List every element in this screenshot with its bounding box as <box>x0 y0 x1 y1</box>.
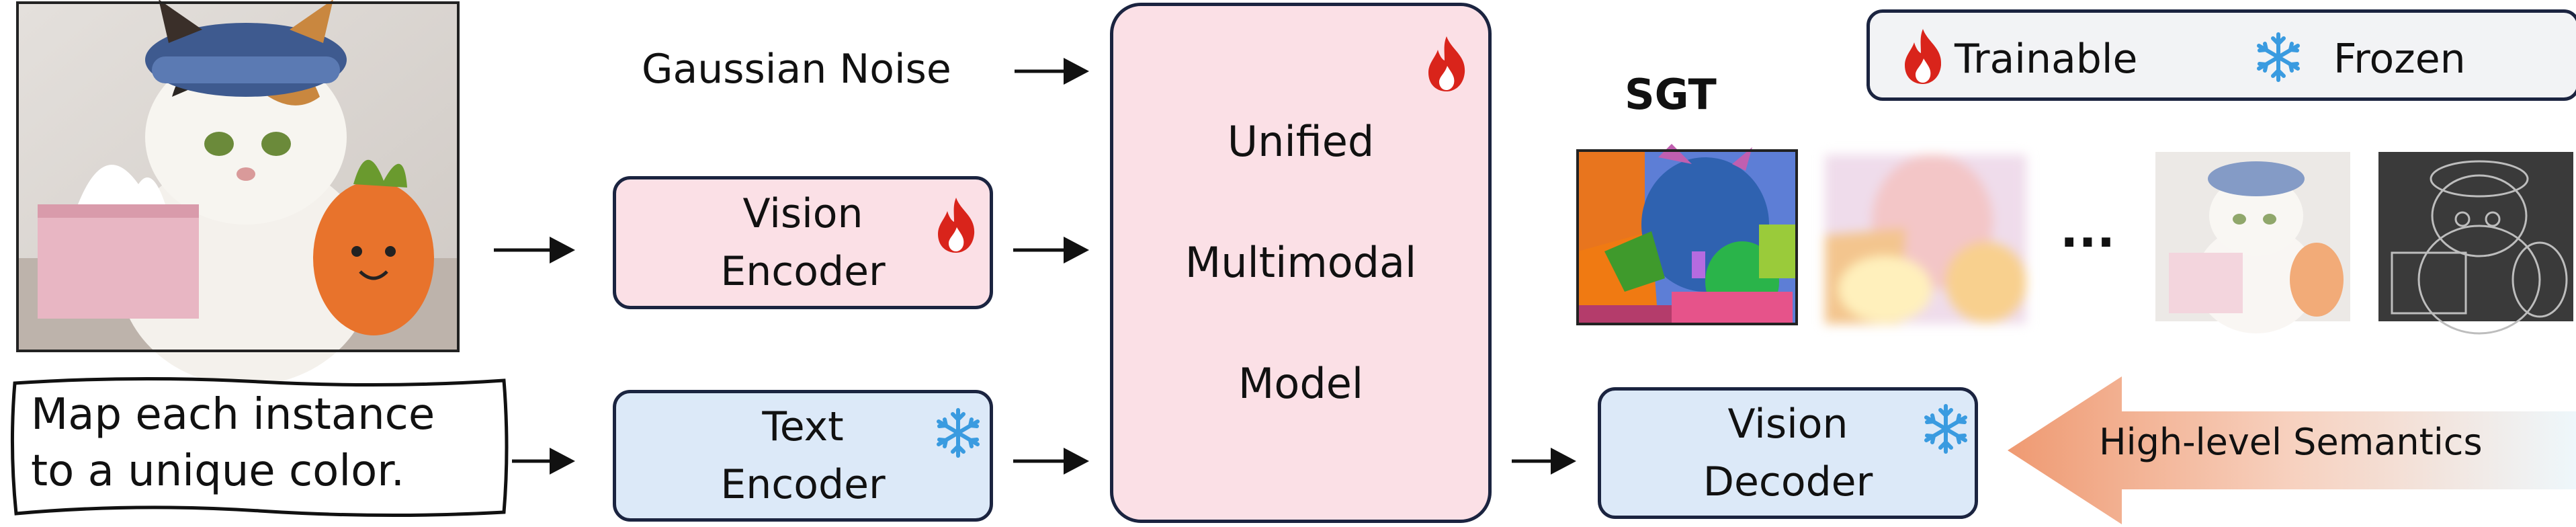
high-level-semantics-label: High-level Semantics <box>2099 421 2483 463</box>
snowflake-icon <box>2257 32 2300 82</box>
high-level-semantics-arrow <box>2008 376 2576 524</box>
vision-encoder-line-2: Encoder <box>720 248 886 295</box>
sgt-image <box>1576 144 1798 325</box>
legend: Trainable Frozen <box>1866 9 2576 101</box>
umm-line-3: Model <box>1238 359 1364 408</box>
vision-decoder-box: Vision Decoder <box>1598 387 1978 519</box>
prompt-box <box>7 374 512 520</box>
rgb-output-image <box>2155 152 2350 333</box>
vision-encoder-line-1: Vision <box>742 190 863 237</box>
input-image <box>16 0 460 386</box>
depth-map-image <box>1825 155 2026 324</box>
prompt-line-1: Map each instance <box>31 390 435 440</box>
edge-map-image <box>2378 152 2573 335</box>
gaussian-noise-label: Gaussian Noise <box>642 46 951 93</box>
flame-icon <box>1905 29 1942 84</box>
vision-decoder-line-1: Vision <box>1727 401 1848 448</box>
ellipsis-label: ... <box>2060 202 2116 258</box>
prompt-line-2: to a unique color. <box>31 446 405 496</box>
snowflake-icon <box>1924 404 1967 454</box>
text-encoder-line-1: Text <box>762 403 844 450</box>
legend-trainable-label: Trainable <box>1955 36 2138 83</box>
umm-line-2: Multimodal <box>1185 238 1417 287</box>
unified-model-box: Unified Multimodal Model <box>1110 3 1492 523</box>
vision-encoder-box: Vision Encoder <box>613 176 993 309</box>
text-encoder-line-2: Encoder <box>720 461 886 508</box>
legend-frozen-label: Frozen <box>2333 36 2466 83</box>
vision-decoder-line-2: Decoder <box>1703 458 1873 505</box>
flame-icon <box>938 198 975 253</box>
text-encoder-box: Text Encoder <box>613 390 993 522</box>
flame-icon <box>1428 36 1465 91</box>
snowflake-icon <box>937 408 980 458</box>
umm-line-1: Unified <box>1227 117 1375 166</box>
sgt-label: SGT <box>1625 70 1717 119</box>
